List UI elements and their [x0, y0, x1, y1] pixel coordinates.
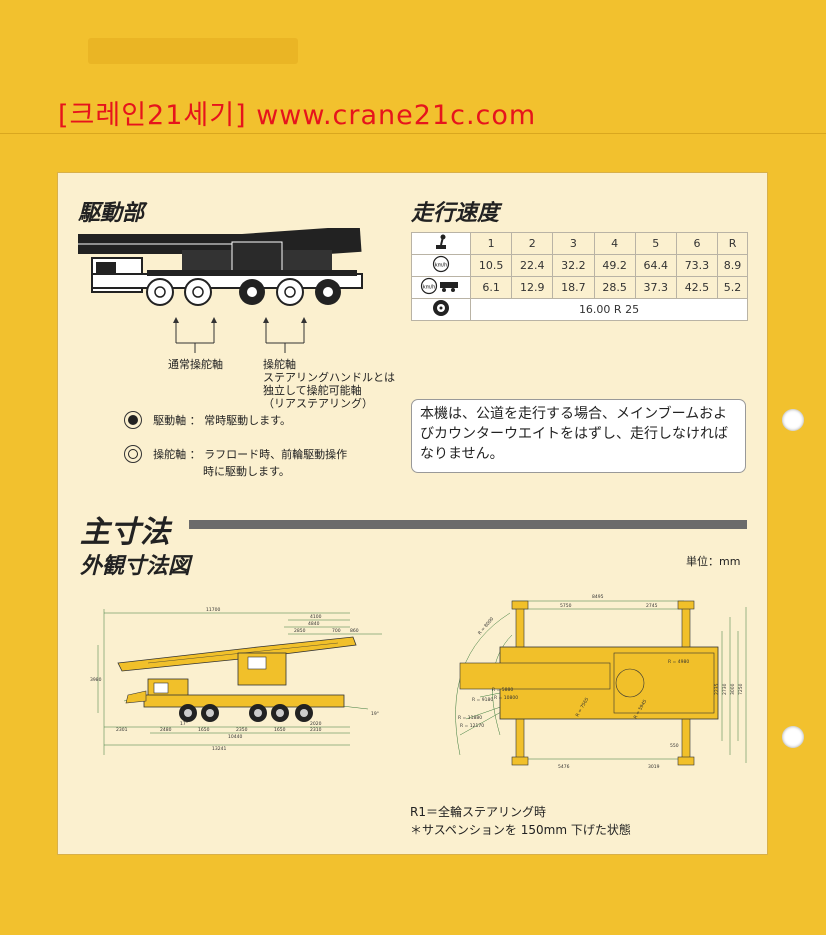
unit-label: 単位：mm — [686, 555, 741, 568]
radius-4980: R = 4980 — [668, 659, 689, 665]
dim-5750: 5750 — [560, 603, 572, 609]
width-2235: 2235 — [714, 683, 720, 695]
label-steer-line2: 独立して操舵可能軸 — [263, 384, 362, 397]
dim-3019: 3019 — [648, 764, 660, 770]
dim-8495: 8495 — [592, 594, 604, 600]
crane-top-body — [459, 600, 719, 766]
hollow-circle-icon — [124, 444, 142, 463]
dim-13241: 13241 — [212, 746, 226, 752]
dim-height: 3980 — [90, 677, 102, 683]
dim-10440: 10440 — [228, 734, 242, 740]
dim-2310: 2310 — [310, 727, 322, 733]
dim-2020: 2020 — [310, 721, 322, 727]
footnote-r1: R1＝全輪ステアリング時 — [410, 805, 546, 819]
speed-cell: 73.3 — [675, 254, 719, 277]
speed-cell: 22.4 — [511, 254, 554, 277]
fold-line — [0, 133, 826, 134]
gear-shift-icon — [411, 232, 471, 255]
width-3000: 3000 — [730, 683, 736, 695]
speed-cell: 42.5 — [675, 276, 719, 299]
speed-cell: 4 — [593, 232, 636, 255]
dim-550: 550 — [670, 743, 679, 749]
svg-text:km/h: km/h — [423, 285, 436, 291]
dim-700: 700 — [332, 628, 341, 634]
drive-crane-illustration — [78, 228, 363, 306]
speedometer-carrier-icon: km/h — [411, 276, 471, 299]
speed-cell: 16.00 R 25 — [470, 298, 748, 321]
speed-cell: 6.1 — [469, 276, 513, 299]
radius-9180: R = 9180 — [472, 697, 493, 703]
speedometer-icon: km/h — [411, 254, 471, 277]
dim-overall: 11700 — [206, 607, 220, 613]
top-view-drawing: 8495 5750 2745 5476 3019 550 R = 8000 R … — [455, 594, 747, 770]
speed-cell: 12.9 — [511, 276, 554, 299]
dim-2480: 2480 — [160, 727, 172, 733]
radius-11880: R = 11880 — [458, 715, 482, 721]
dim-2745: 2745 — [646, 603, 658, 609]
speed-cell: 2 — [511, 232, 554, 255]
road-travel-note: 本機は、公道を走行する場合、メインブームおよびカウンターウエイトをはずし、走行し… — [411, 399, 746, 473]
width-7250: 7250 — [738, 683, 744, 695]
speed-cell: 18.7 — [552, 276, 595, 299]
punch-hole-bottom — [782, 726, 804, 748]
speed-cell: 37.3 — [634, 276, 677, 299]
speed-cell: 32.2 — [552, 254, 595, 277]
tire-icon — [411, 298, 471, 321]
label-normal-steer-axle: 通常操舵軸 — [168, 358, 223, 371]
radius-10800: R = 10800 — [494, 695, 518, 701]
content-panel: 駆動部 通常操舵軸 操舵軸 ステアリングハン — [57, 172, 768, 855]
speed-cell: 64.4 — [634, 254, 677, 277]
speed-cell: 3 — [552, 232, 595, 255]
label-steer-line3: （リアステアリング） — [263, 397, 373, 410]
label-steer-line1: ステアリングハンドルとは — [263, 371, 395, 384]
speed-tire-row: 16.00 R 25 — [411, 298, 748, 321]
dim-1650a: 1650 — [198, 727, 210, 733]
legend-steer-axle: 操舵軸 ： ラフロード時、前輪駆動操作 — [124, 443, 347, 463]
dim-2350: 2350 — [236, 727, 248, 733]
speed-cell: 49.2 — [593, 254, 636, 277]
svg-text:km/h: km/h — [435, 263, 448, 269]
section-rule — [189, 520, 747, 529]
radius-12170: R = 12170 — [460, 723, 484, 729]
speed-cell: 10.5 — [469, 254, 513, 277]
dim-5476: 5476 — [558, 764, 570, 770]
dim-4100: 4100 — [310, 614, 322, 620]
speed-cell: 8.9 — [717, 254, 748, 277]
radius-5880: R = 5880 — [492, 687, 513, 693]
speed-cell: 28.5 — [593, 276, 636, 299]
dim-2301: 2301 — [116, 727, 128, 733]
width-2730: 2730 — [722, 683, 728, 695]
speed-cell: 5 — [634, 232, 677, 255]
angle-19: 19° — [371, 711, 379, 717]
speed-cell: R — [717, 232, 748, 255]
watermark: [크레인21세기] www.crane21c.com — [58, 100, 537, 131]
dim-1650b: 1650 — [274, 727, 286, 733]
footnote-suspension: ＊サスペンションを 150mm 下げた状態 — [410, 823, 631, 837]
punch-hole-top — [782, 409, 804, 431]
legend-steer-line2: 時に駆動します。 — [203, 465, 290, 478]
side-view-drawing: 11700 4100 4840 2850 700 860 3980 17° 19… — [90, 607, 382, 755]
dim-2850: 2850 — [294, 628, 306, 634]
dim-860: 860 — [350, 628, 359, 634]
speed-cell: 1 — [469, 232, 513, 255]
filled-circle-icon — [124, 410, 142, 429]
dimensions-title: 主寸法 — [80, 515, 170, 550]
angle-17: 17° — [180, 721, 188, 727]
drive-arrows — [173, 317, 307, 353]
dimensions-subtitle: 外観寸法図 — [80, 554, 191, 579]
drive-title: 駆動部 — [78, 201, 145, 226]
ghost-header — [88, 38, 298, 64]
legend-drive-axle: 駆動軸 ： 常時駆動します。 — [124, 409, 291, 429]
dim-4840: 4840 — [308, 621, 320, 627]
speed-title: 走行速度 — [411, 201, 500, 226]
speed-cell: 5.2 — [717, 276, 748, 299]
speed-cell: 6 — [675, 232, 719, 255]
label-steer-axle: 操舵軸 — [263, 358, 296, 371]
crane-side-body — [117, 636, 357, 722]
